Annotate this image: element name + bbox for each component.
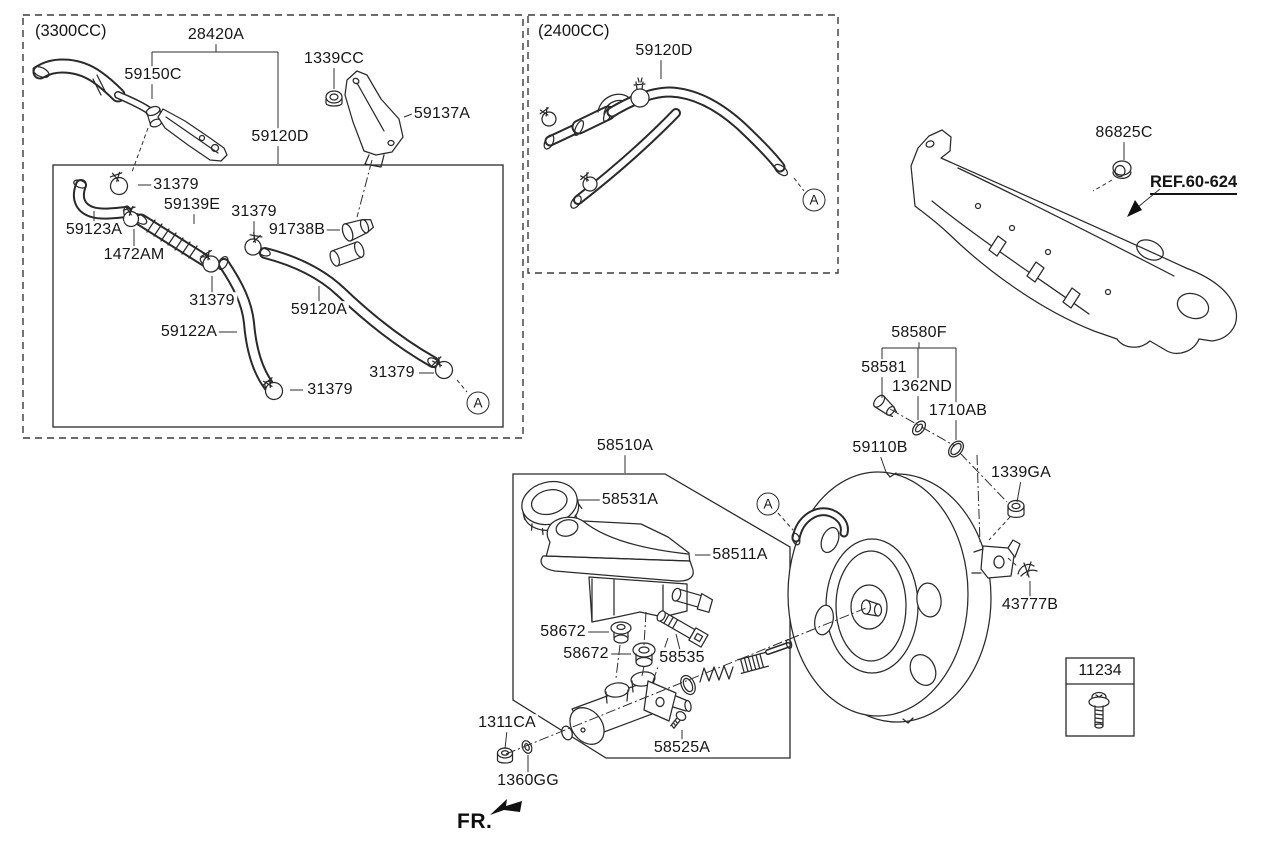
callout-a-2: A — [756, 492, 780, 516]
clamp-31379 — [109, 171, 129, 196]
connector-91738b — [341, 218, 375, 242]
part-label-1311ca-32: 1311CA — [476, 714, 538, 732]
part-label-59123a-9: 59123A — [63, 221, 125, 239]
washer-1362nd — [911, 420, 927, 436]
fr-arrow — [490, 799, 522, 815]
part-label-59110b-22: 59110B — [850, 439, 910, 457]
part-label-58511a-27: 58511A — [710, 546, 770, 564]
callout-a-1: A — [802, 188, 826, 212]
nut-1339cc — [325, 90, 343, 107]
clip-43777b — [1017, 561, 1038, 578]
part-label-43777b-24: 43777B — [999, 596, 1061, 614]
clamp-31379 — [262, 377, 284, 401]
part-label-31379-7: 31379 — [229, 203, 279, 221]
hoses-2400cc — [539, 77, 789, 209]
part-label-1472am-10: 1472AM — [101, 246, 167, 264]
part-label-59120d-4: 59120D — [249, 128, 311, 146]
nut-1339ga — [1007, 499, 1025, 518]
part-label-28420a-0: 28420A — [185, 26, 247, 44]
part-label-1360gg-33: 1360GG — [495, 772, 561, 790]
clamp-31379 — [200, 249, 220, 273]
group-boxes — [22, 14, 1135, 759]
ref-60-624-label: REF.60-624 — [1150, 173, 1238, 195]
part-label-58672-29: 58672 — [561, 645, 611, 663]
part-label-58525a-31: 58525A — [651, 739, 713, 757]
part-label-58580f-18: 58580F — [889, 324, 949, 342]
part-label-31379-14: 31379 — [367, 364, 417, 382]
pipe-fitting — [145, 105, 163, 128]
part-label-86825c-17: 86825C — [1093, 124, 1155, 142]
inset-box-11234 — [1065, 657, 1135, 737]
part-label-1710ab-21: 1710AB — [926, 402, 990, 420]
part-label-1362nd-20: 1362ND — [890, 378, 954, 396]
part-label-91738b-8: 91738B — [266, 221, 328, 239]
callout-a-0: A — [466, 391, 490, 415]
part-label-1339cc-2: 1339CC — [302, 50, 366, 68]
part-label-59122a-13: 59122A — [158, 323, 220, 341]
clamp-31379 — [244, 232, 263, 256]
cowl-panel — [910, 129, 1238, 354]
grommet-58672 — [610, 621, 632, 644]
oring-1710ab — [947, 440, 965, 458]
clamp-spring — [580, 172, 598, 192]
part-label-58531a-26: 58531A — [599, 491, 661, 509]
inset-part-label: 11234 — [1078, 662, 1122, 679]
group-title-3300cc: (3300CC) — [33, 22, 109, 41]
ref-arrow — [1127, 200, 1142, 217]
part-label-59120d-16: 59120D — [633, 42, 695, 60]
fr-direction-label: FR. — [457, 810, 493, 833]
reservoir-cap-58531a — [521, 480, 583, 536]
part-label-1339ga-23: 1339GA — [989, 464, 1053, 482]
part-label-31379-15: 31379 — [305, 381, 355, 399]
booster-hardware — [873, 394, 1038, 578]
part-label-59139e-6: 59139E — [161, 196, 223, 214]
hose-stub-91738b — [329, 241, 365, 267]
washer-1360gg — [521, 740, 533, 754]
sensor-58535 — [656, 610, 709, 648]
pin-58581 — [873, 394, 897, 417]
part-label-59137a-3: 59137A — [411, 105, 473, 123]
part-label-31379-5: 31379 — [151, 176, 201, 194]
master-cylinder-assembly — [496, 480, 793, 764]
bracket-59137a — [344, 70, 404, 168]
clamp-1472am — [122, 205, 140, 228]
hoses-3300cc — [32, 58, 454, 401]
brake-booster — [787, 471, 1021, 724]
group-title-2400cc: (2400CC) — [536, 22, 612, 41]
part-label-59120a-12: 59120A — [288, 301, 350, 319]
part-label-58535-30: 58535 — [657, 649, 707, 667]
clamp-spring — [539, 106, 557, 127]
grommet-86825c — [1112, 160, 1132, 179]
clamp-worm — [630, 77, 650, 108]
part-label-58581-19: 58581 — [859, 359, 909, 377]
part-label-58510a-25: 58510A — [594, 437, 656, 455]
inset-bolt-11234 — [1088, 691, 1110, 729]
clamp-31379 — [431, 356, 454, 380]
part-label-31379-11: 31379 — [187, 292, 237, 310]
part-label-58672-28: 58672 — [538, 623, 588, 641]
bolt-58525a — [670, 710, 687, 729]
part-label-59150c-1: 59150C — [122, 66, 184, 84]
level-sensor — [671, 587, 714, 613]
